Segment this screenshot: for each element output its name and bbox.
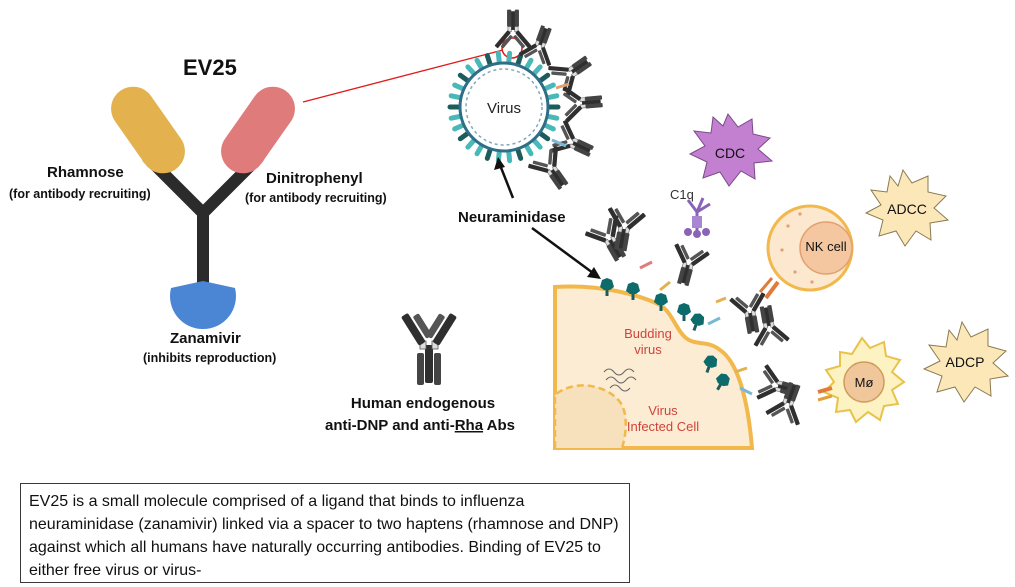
- virus-spike: [448, 113, 464, 121]
- virus-spike: [530, 137, 543, 150]
- adcc-label: ADCC: [887, 201, 927, 217]
- budding-virus-line2: virus: [634, 342, 662, 357]
- virus-spike: [457, 130, 471, 142]
- cell-antibodies: [581, 203, 813, 430]
- dinitrophenyl-note: (for antibody recruiting): [245, 191, 387, 205]
- c1q-complex: [684, 197, 711, 238]
- neuraminidase-label: Neuraminidase: [458, 209, 566, 226]
- rhamnose-hapten: [111, 86, 185, 174]
- cdc-label: CDC: [715, 145, 745, 161]
- virus-spike: [452, 82, 467, 92]
- virus-particle: [447, 50, 561, 164]
- virus-spike: [541, 122, 556, 132]
- virus-label: Virus: [487, 100, 521, 117]
- infected-cell-line1: Virus: [648, 403, 678, 418]
- virus-spike: [537, 130, 551, 142]
- rhamnose-label: Rhamnose: [47, 164, 124, 181]
- virus-spike: [474, 57, 485, 72]
- rhamnose-note: (for antibody recruiting): [9, 187, 151, 201]
- virus-spike: [452, 122, 467, 132]
- caption-box: EV25 is a small molecule comprised of a …: [20, 483, 630, 583]
- virus-spike: [448, 93, 464, 101]
- zanamivir-note: (inhibits reproduction): [143, 351, 276, 365]
- virus-spike: [457, 72, 471, 84]
- zanamivir-label: Zanamivir: [170, 330, 241, 347]
- rha-word: Rha: [455, 417, 484, 434]
- c1q-label: C1q: [670, 187, 694, 202]
- budding-virus-line1: Budding: [624, 326, 672, 341]
- virus-spike: [544, 113, 560, 121]
- virus-spike: [484, 53, 493, 68]
- virus-spike: [465, 64, 478, 77]
- antibodies-line2: anti-DNP and anti-Rha Abs: [325, 417, 515, 434]
- virus-spike: [515, 146, 524, 161]
- virus-spike: [506, 50, 513, 66]
- macrophage: [817, 336, 906, 424]
- virus-spike: [506, 148, 513, 164]
- dinitrophenyl-label: Dinitrophenyl: [266, 170, 363, 187]
- endogenous-antibody-icon: [401, 313, 457, 385]
- virus-spike: [544, 93, 560, 101]
- infected-cell-line2: Infected Cell: [627, 419, 699, 434]
- ev25-molecule: [111, 86, 295, 330]
- zanamivir-ligand: [170, 281, 236, 330]
- nk-cell-label: NK cell: [805, 239, 846, 254]
- adcp-burst: [922, 320, 1010, 403]
- neuraminidase-to-virus-arrow: [498, 164, 515, 199]
- neuraminidase-to-cell-arrow: [531, 226, 594, 275]
- adcp-label: ADCP: [946, 354, 985, 370]
- virus-spike: [515, 53, 524, 68]
- antibodies-line1: Human endogenous: [351, 395, 495, 412]
- virus-spike: [530, 64, 543, 77]
- virus-spike: [474, 142, 485, 157]
- adcc-burst: [864, 168, 950, 247]
- virus-spike: [541, 82, 556, 92]
- caption-text: EV25 is a small molecule comprised of a …: [29, 493, 619, 579]
- virus-spike: [465, 137, 478, 150]
- virus-spike: [523, 57, 534, 72]
- virus-spike: [523, 142, 534, 157]
- nk-cell: [758, 204, 854, 300]
- macrophage-label: Mø: [855, 375, 874, 390]
- virus-spike: [484, 146, 493, 161]
- virus-spike: [495, 50, 502, 66]
- cdc-burst: [688, 113, 774, 187]
- dnp-to-virus-line: [302, 49, 504, 103]
- virus-antibodies: [494, 9, 605, 198]
- ev25-title: EV25: [183, 55, 237, 80]
- infected-cell: [553, 284, 755, 450]
- dinitrophenyl-hapten: [221, 86, 295, 174]
- virus-spike: [537, 72, 551, 84]
